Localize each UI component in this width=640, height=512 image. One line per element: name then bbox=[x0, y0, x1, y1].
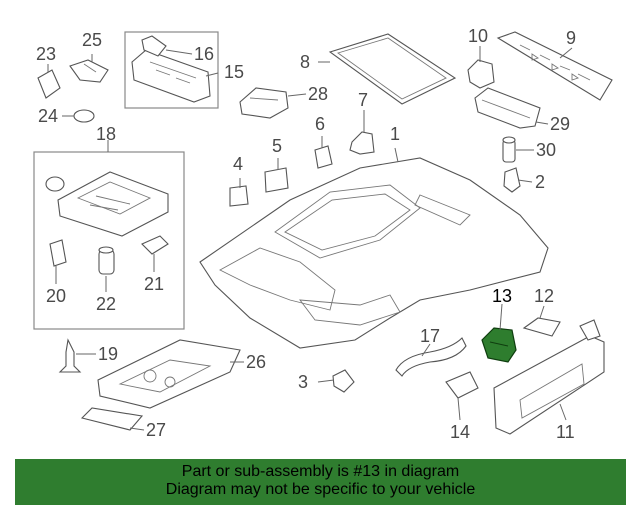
callout-30: 30 bbox=[536, 140, 556, 160]
callout-15: 15 bbox=[224, 62, 244, 82]
part-25[interactable] bbox=[69, 59, 109, 83]
part-18-knob bbox=[45, 176, 65, 192]
part-27[interactable] bbox=[80, 407, 144, 431]
part-30[interactable] bbox=[502, 136, 516, 163]
callout-3: 3 bbox=[298, 372, 308, 392]
callout-19: 19 bbox=[98, 344, 118, 364]
part-21[interactable] bbox=[141, 235, 169, 255]
banner-line-1: Part or sub-assembly is #13 in diagram bbox=[181, 463, 460, 480]
callout-26: 26 bbox=[246, 352, 266, 372]
part-23[interactable] bbox=[37, 69, 61, 99]
part-4[interactable] bbox=[229, 185, 249, 207]
sunroof-seal-part[interactable] bbox=[328, 33, 457, 105]
callout-7: 7 bbox=[358, 90, 368, 110]
group-box-18 bbox=[33, 151, 185, 330]
headliner-part[interactable] bbox=[199, 157, 549, 349]
info-banner: Part or sub-assembly is #13 in diagram D… bbox=[15, 459, 626, 505]
callout-numbers: 1 2 3 4 5 6 7 8 9 10 11 12 13 14 15 16 1… bbox=[36, 26, 576, 442]
part-29[interactable] bbox=[474, 87, 541, 129]
callout-23: 23 bbox=[36, 44, 56, 64]
callout-29: 29 bbox=[550, 114, 570, 134]
callout-6: 6 bbox=[315, 114, 325, 134]
part-11-sun-visor[interactable] bbox=[493, 319, 605, 435]
callout-27: 27 bbox=[146, 420, 166, 440]
callout-11: 11 bbox=[556, 422, 575, 442]
part-12[interactable] bbox=[522, 317, 561, 337]
callout-13: 13 bbox=[492, 286, 512, 306]
part-2[interactable] bbox=[503, 167, 521, 193]
part-6[interactable] bbox=[314, 145, 333, 169]
callout-8: 8 bbox=[300, 52, 310, 72]
part-7[interactable] bbox=[349, 131, 375, 155]
callout-4: 4 bbox=[233, 154, 243, 174]
part-3[interactable] bbox=[332, 369, 355, 393]
part-16[interactable] bbox=[141, 35, 167, 57]
part-9[interactable] bbox=[496, 31, 613, 101]
callout-24: 24 bbox=[38, 106, 58, 126]
group-box-15 bbox=[124, 31, 219, 109]
callout-2: 2 bbox=[535, 172, 545, 192]
callout-5: 5 bbox=[272, 136, 282, 156]
callout-1: 1 bbox=[390, 124, 400, 144]
part-10[interactable] bbox=[467, 59, 495, 89]
leader-lines bbox=[47, 46, 573, 431]
part-19[interactable] bbox=[58, 338, 82, 373]
part-17[interactable] bbox=[395, 337, 467, 377]
callout-20: 20 bbox=[46, 286, 66, 306]
callout-17: 17 bbox=[420, 326, 440, 346]
banner-line-2: Diagram may not be specific to your vehi… bbox=[165, 481, 476, 498]
part-14[interactable] bbox=[445, 371, 479, 399]
callout-12: 12 bbox=[534, 286, 554, 306]
callout-21: 21 bbox=[144, 274, 164, 294]
callout-22: 22 bbox=[96, 294, 116, 314]
part-5[interactable] bbox=[264, 167, 289, 193]
callout-18: 18 bbox=[96, 124, 116, 144]
part-26[interactable] bbox=[97, 339, 241, 409]
callout-10: 10 bbox=[468, 26, 488, 46]
part-20[interactable] bbox=[49, 239, 67, 267]
callout-16: 16 bbox=[194, 44, 214, 64]
part-22[interactable] bbox=[98, 246, 115, 275]
callout-14: 14 bbox=[450, 422, 470, 442]
callout-9: 9 bbox=[566, 28, 576, 48]
parts-diagram: 1 2 3 4 5 6 7 8 9 10 11 12 13 14 15 16 1… bbox=[33, 26, 613, 442]
callout-28: 28 bbox=[308, 84, 328, 104]
part-28[interactable] bbox=[239, 87, 289, 119]
callout-25: 25 bbox=[82, 30, 102, 50]
part-13-highlighted[interactable] bbox=[481, 327, 517, 363]
part-18[interactable] bbox=[57, 171, 169, 237]
part-24[interactable] bbox=[73, 109, 95, 123]
